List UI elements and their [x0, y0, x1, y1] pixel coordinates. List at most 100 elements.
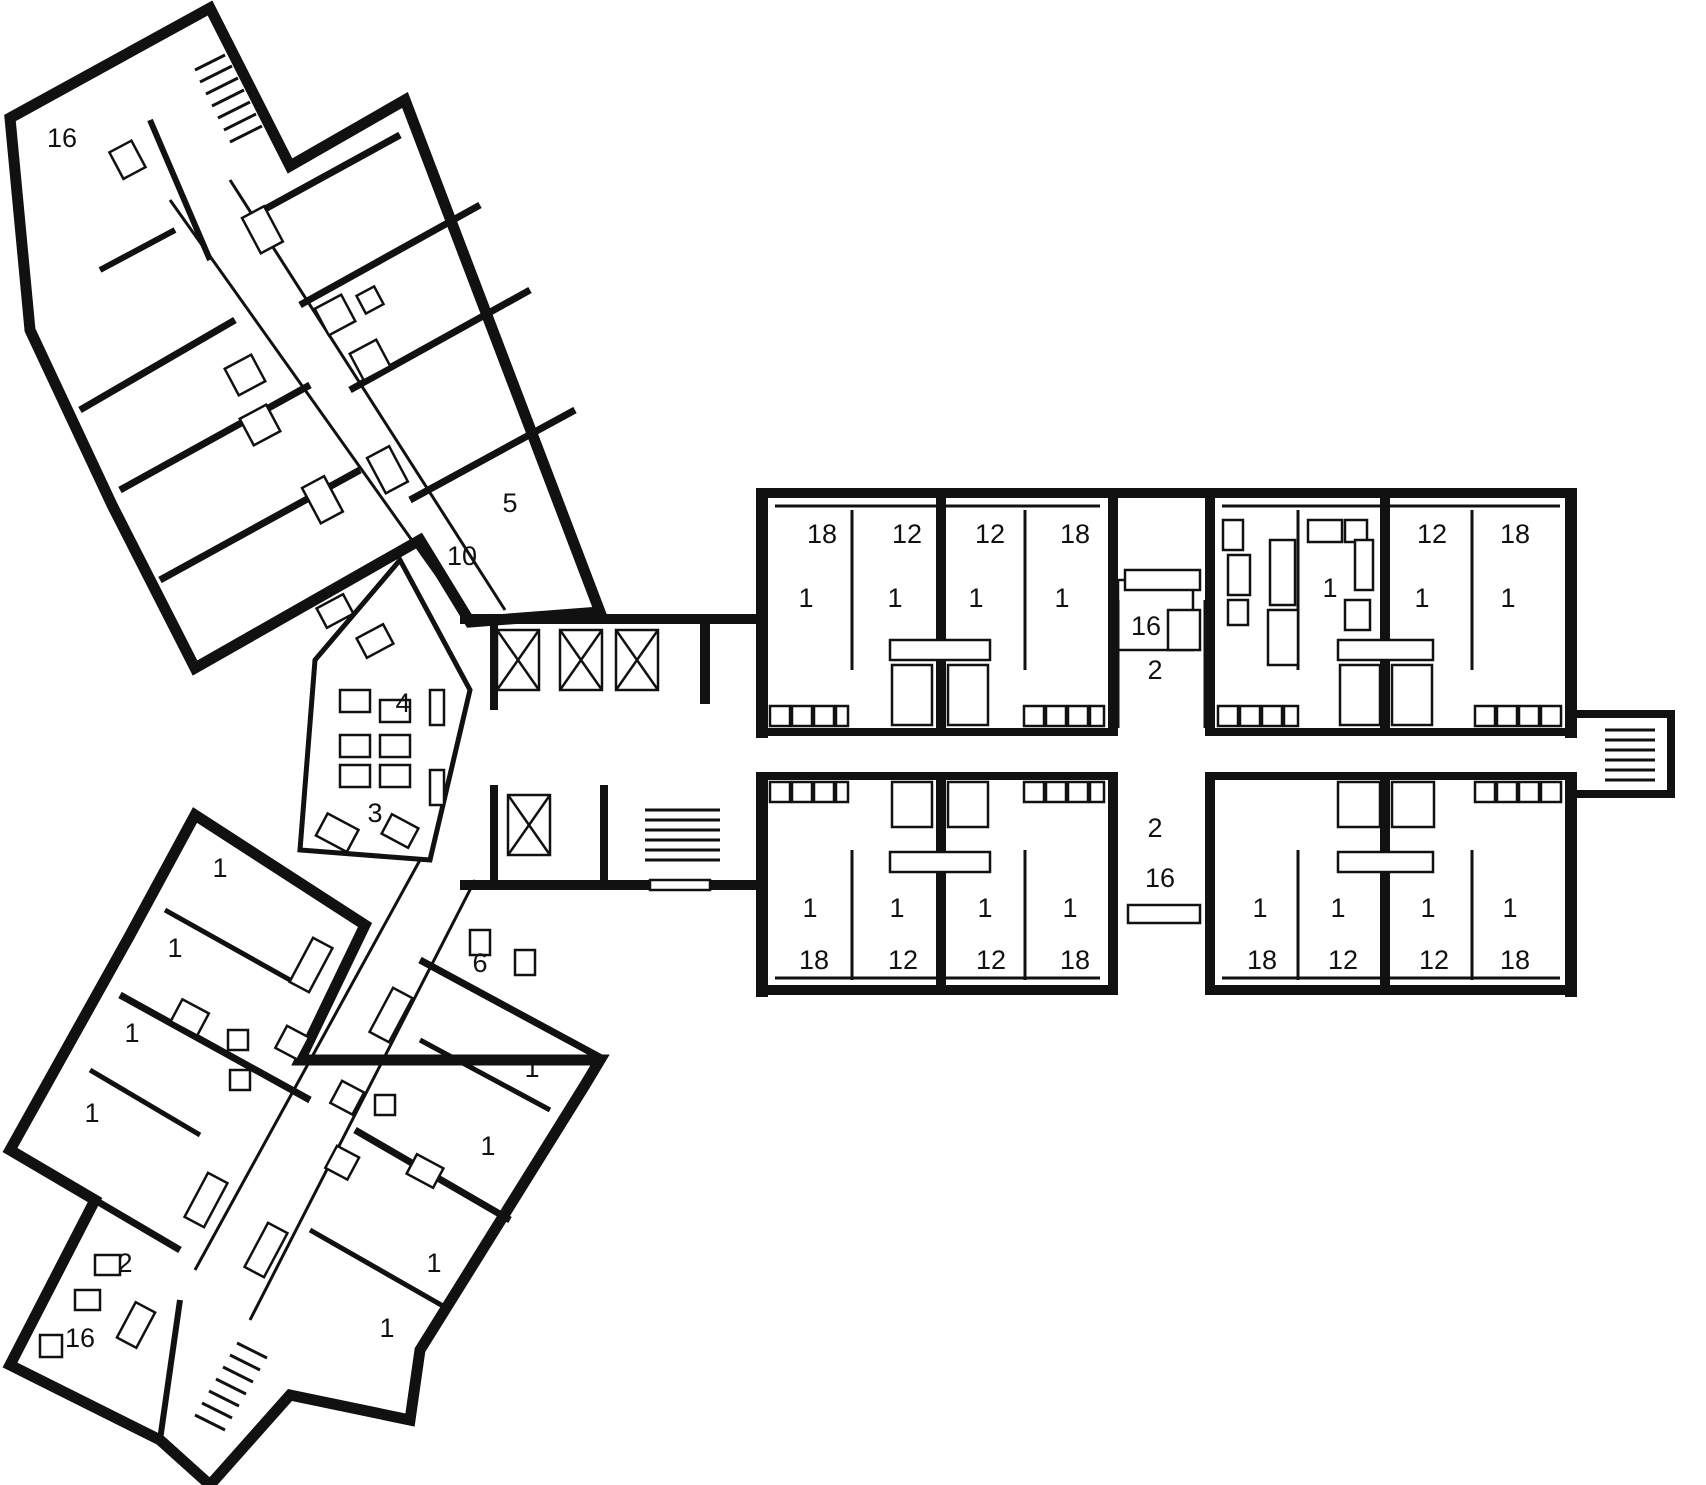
- room-number: 18: [1500, 519, 1530, 549]
- room-number: 16: [1145, 863, 1175, 893]
- east-wing-west-wall-top: [756, 488, 768, 738]
- room-label: 2: [1147, 655, 1162, 685]
- north-wing-labels: 16 10 5 4 3: [47, 123, 518, 828]
- north-wing-outline: [4, 0, 608, 676]
- room-number: 12: [1419, 945, 1449, 975]
- hub-north-wall: [460, 614, 760, 624]
- room-number: 18: [1060, 945, 1090, 975]
- room-label: 1: [167, 933, 182, 963]
- room-label: 1: [212, 853, 227, 883]
- east-stair-top-wall: [1575, 710, 1675, 718]
- hub-south-wall: [460, 880, 760, 890]
- lift-shafts: [495, 628, 660, 857]
- room-label: 5: [502, 488, 517, 518]
- north-wing: [4, 0, 608, 727]
- room-count: 1: [1054, 583, 1069, 613]
- south-wing-outline: [2, 807, 610, 1485]
- south-corridor-west: [193, 859, 422, 1271]
- corridor-south-wall-b: [1205, 772, 1565, 780]
- room-number: 18: [1060, 519, 1090, 549]
- central-stair-treads: [645, 808, 720, 862]
- room-label: 3: [367, 798, 382, 828]
- beds-top-row: [768, 704, 1563, 728]
- room-number: 12: [975, 519, 1005, 549]
- room-count: 1: [1062, 893, 1077, 923]
- partition-top-1: [936, 488, 946, 728]
- east-wing-labels: 18 12 12 18 12 18 1 1 1 1 1 1 1 16 2 2 1…: [798, 519, 1530, 975]
- partition-bottom-4: [1380, 780, 1390, 995]
- north-corridor-east: [228, 179, 507, 611]
- room-count: 1: [1502, 893, 1517, 923]
- corridor-north-wall-a: [768, 728, 1118, 736]
- partition-top-2: [1108, 488, 1118, 728]
- south-corridor-east: [248, 879, 477, 1321]
- lift-wall-2: [490, 785, 498, 880]
- room-count: 1: [802, 893, 817, 923]
- room-label: 1: [84, 1098, 99, 1128]
- partition-bottom-1: [936, 780, 946, 995]
- room-label: 16: [47, 123, 77, 153]
- room-count: 1: [1330, 893, 1345, 923]
- room-number: 12: [888, 945, 918, 975]
- room-label: 16: [65, 1323, 95, 1353]
- room-count: 1: [977, 893, 992, 923]
- east-wing-east-wall-bottom: [1565, 772, 1577, 997]
- south-wing-labels: 1 1 1 1 6 1 1 1 1 2 16: [65, 853, 540, 1353]
- lounge-top-window: [1123, 568, 1202, 592]
- central-lounge: [297, 555, 473, 863]
- room-number: 12: [976, 945, 1006, 975]
- room-number: 18: [1500, 945, 1530, 975]
- partition-bottom-3: [1205, 780, 1215, 995]
- east-wing-top-wall: [758, 488, 1370, 498]
- room-number: 12: [1328, 945, 1358, 975]
- room-number: 12: [892, 519, 922, 549]
- room-number: 18: [1247, 945, 1277, 975]
- room-count: 1: [889, 893, 904, 923]
- room-count: 1: [968, 583, 983, 613]
- room-count: 1: [1500, 583, 1515, 613]
- south-stair-treads: [194, 1341, 268, 1432]
- room-label: 1: [426, 1248, 441, 1278]
- room-number: 16: [1131, 611, 1161, 641]
- room-label: 1: [480, 1131, 495, 1161]
- room-label: 2: [1147, 813, 1162, 843]
- room-label: 1: [524, 1053, 539, 1083]
- room-count: 1: [1414, 583, 1429, 613]
- east-stair-treads: [1605, 728, 1655, 782]
- room-count: 1: [887, 583, 902, 613]
- corridor-south-wall-a: [768, 772, 1118, 780]
- room-count: 1: [1322, 573, 1337, 603]
- south-wing-partitions: [88, 907, 607, 1441]
- partition-top-4: [1380, 488, 1390, 728]
- central-stair-window: [648, 878, 712, 892]
- east-wing: [756, 488, 1675, 997]
- bathroom-blocks: [888, 638, 1436, 874]
- north-wing-furniture: [107, 138, 446, 727]
- lounge-outline: [297, 555, 473, 863]
- room-count: 1: [798, 583, 813, 613]
- beds-bottom-row: [768, 780, 1563, 804]
- room-count: 1: [1420, 893, 1435, 923]
- south-wing: [2, 807, 610, 1485]
- hub-lift-partition: [700, 614, 710, 704]
- lounge-bottom-window: [1126, 903, 1202, 925]
- lift-wall-1: [490, 620, 498, 710]
- partition-top-3: [1205, 488, 1215, 728]
- east-stair-end-wall: [1667, 710, 1675, 798]
- room-label: 2: [117, 1248, 132, 1278]
- north-stair-treads: [194, 53, 263, 144]
- room-label: 1: [379, 1313, 394, 1343]
- east-wing-east-wall-top: [1565, 488, 1577, 738]
- north-corridor-west: [168, 199, 472, 623]
- lounge-furniture: [314, 733, 446, 854]
- east-wing-west-wall-bottom: [756, 772, 768, 997]
- room-number: 18: [799, 945, 829, 975]
- corridor-north-wall-b: [1205, 728, 1565, 736]
- room-label: 10: [447, 541, 477, 571]
- south-wing-furniture: [38, 928, 537, 1359]
- central-hub: [460, 614, 760, 892]
- partition-bottom-2: [1108, 780, 1118, 995]
- day-room-furniture: [1116, 518, 1375, 667]
- room-label: 6: [472, 948, 487, 978]
